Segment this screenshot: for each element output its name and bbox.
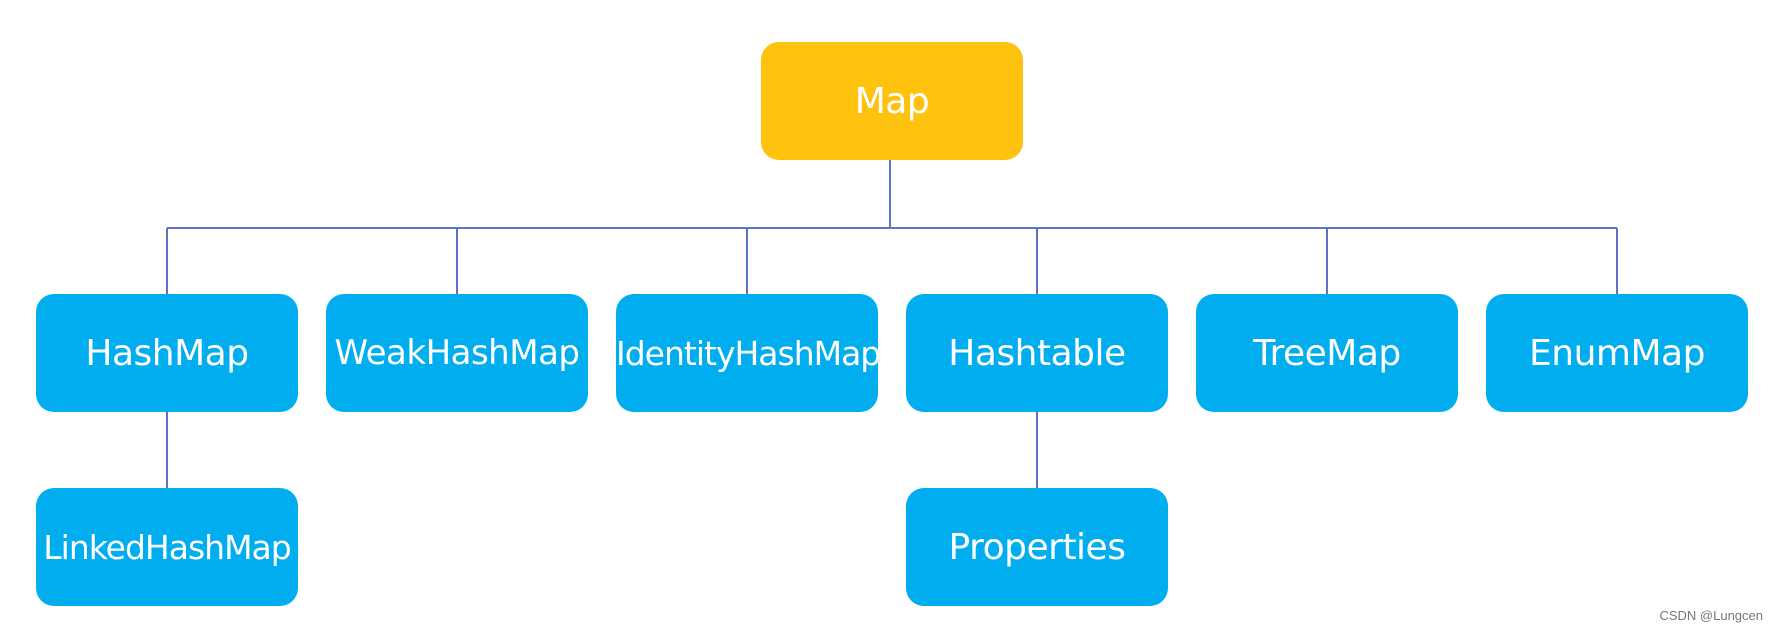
node-map: Map bbox=[761, 42, 1023, 160]
watermark: CSDN @Lungcen bbox=[1659, 608, 1763, 623]
node-identityhashmap: IdentityHashMap bbox=[616, 294, 878, 412]
node-identityhashmap-label: IdentityHashMap bbox=[616, 333, 878, 373]
node-hashmap: HashMap bbox=[36, 294, 298, 412]
node-properties: Properties bbox=[906, 488, 1168, 606]
node-weakhashmap-label: WeakHashMap bbox=[334, 333, 580, 373]
node-properties-label: Properties bbox=[948, 526, 1126, 568]
node-map-label: Map bbox=[854, 80, 930, 122]
node-linkedhashmap-label: LinkedHashMap bbox=[43, 527, 291, 567]
node-hashtable: Hashtable bbox=[906, 294, 1168, 412]
node-treemap: TreeMap bbox=[1196, 294, 1458, 412]
node-hashtable-label: Hashtable bbox=[948, 332, 1126, 374]
node-hashmap-label: HashMap bbox=[85, 332, 249, 374]
node-enummap: EnumMap bbox=[1486, 294, 1748, 412]
node-weakhashmap: WeakHashMap bbox=[326, 294, 588, 412]
node-linkedhashmap: LinkedHashMap bbox=[36, 488, 298, 606]
node-enummap-label: EnumMap bbox=[1529, 332, 1705, 374]
node-treemap-label: TreeMap bbox=[1253, 332, 1401, 374]
